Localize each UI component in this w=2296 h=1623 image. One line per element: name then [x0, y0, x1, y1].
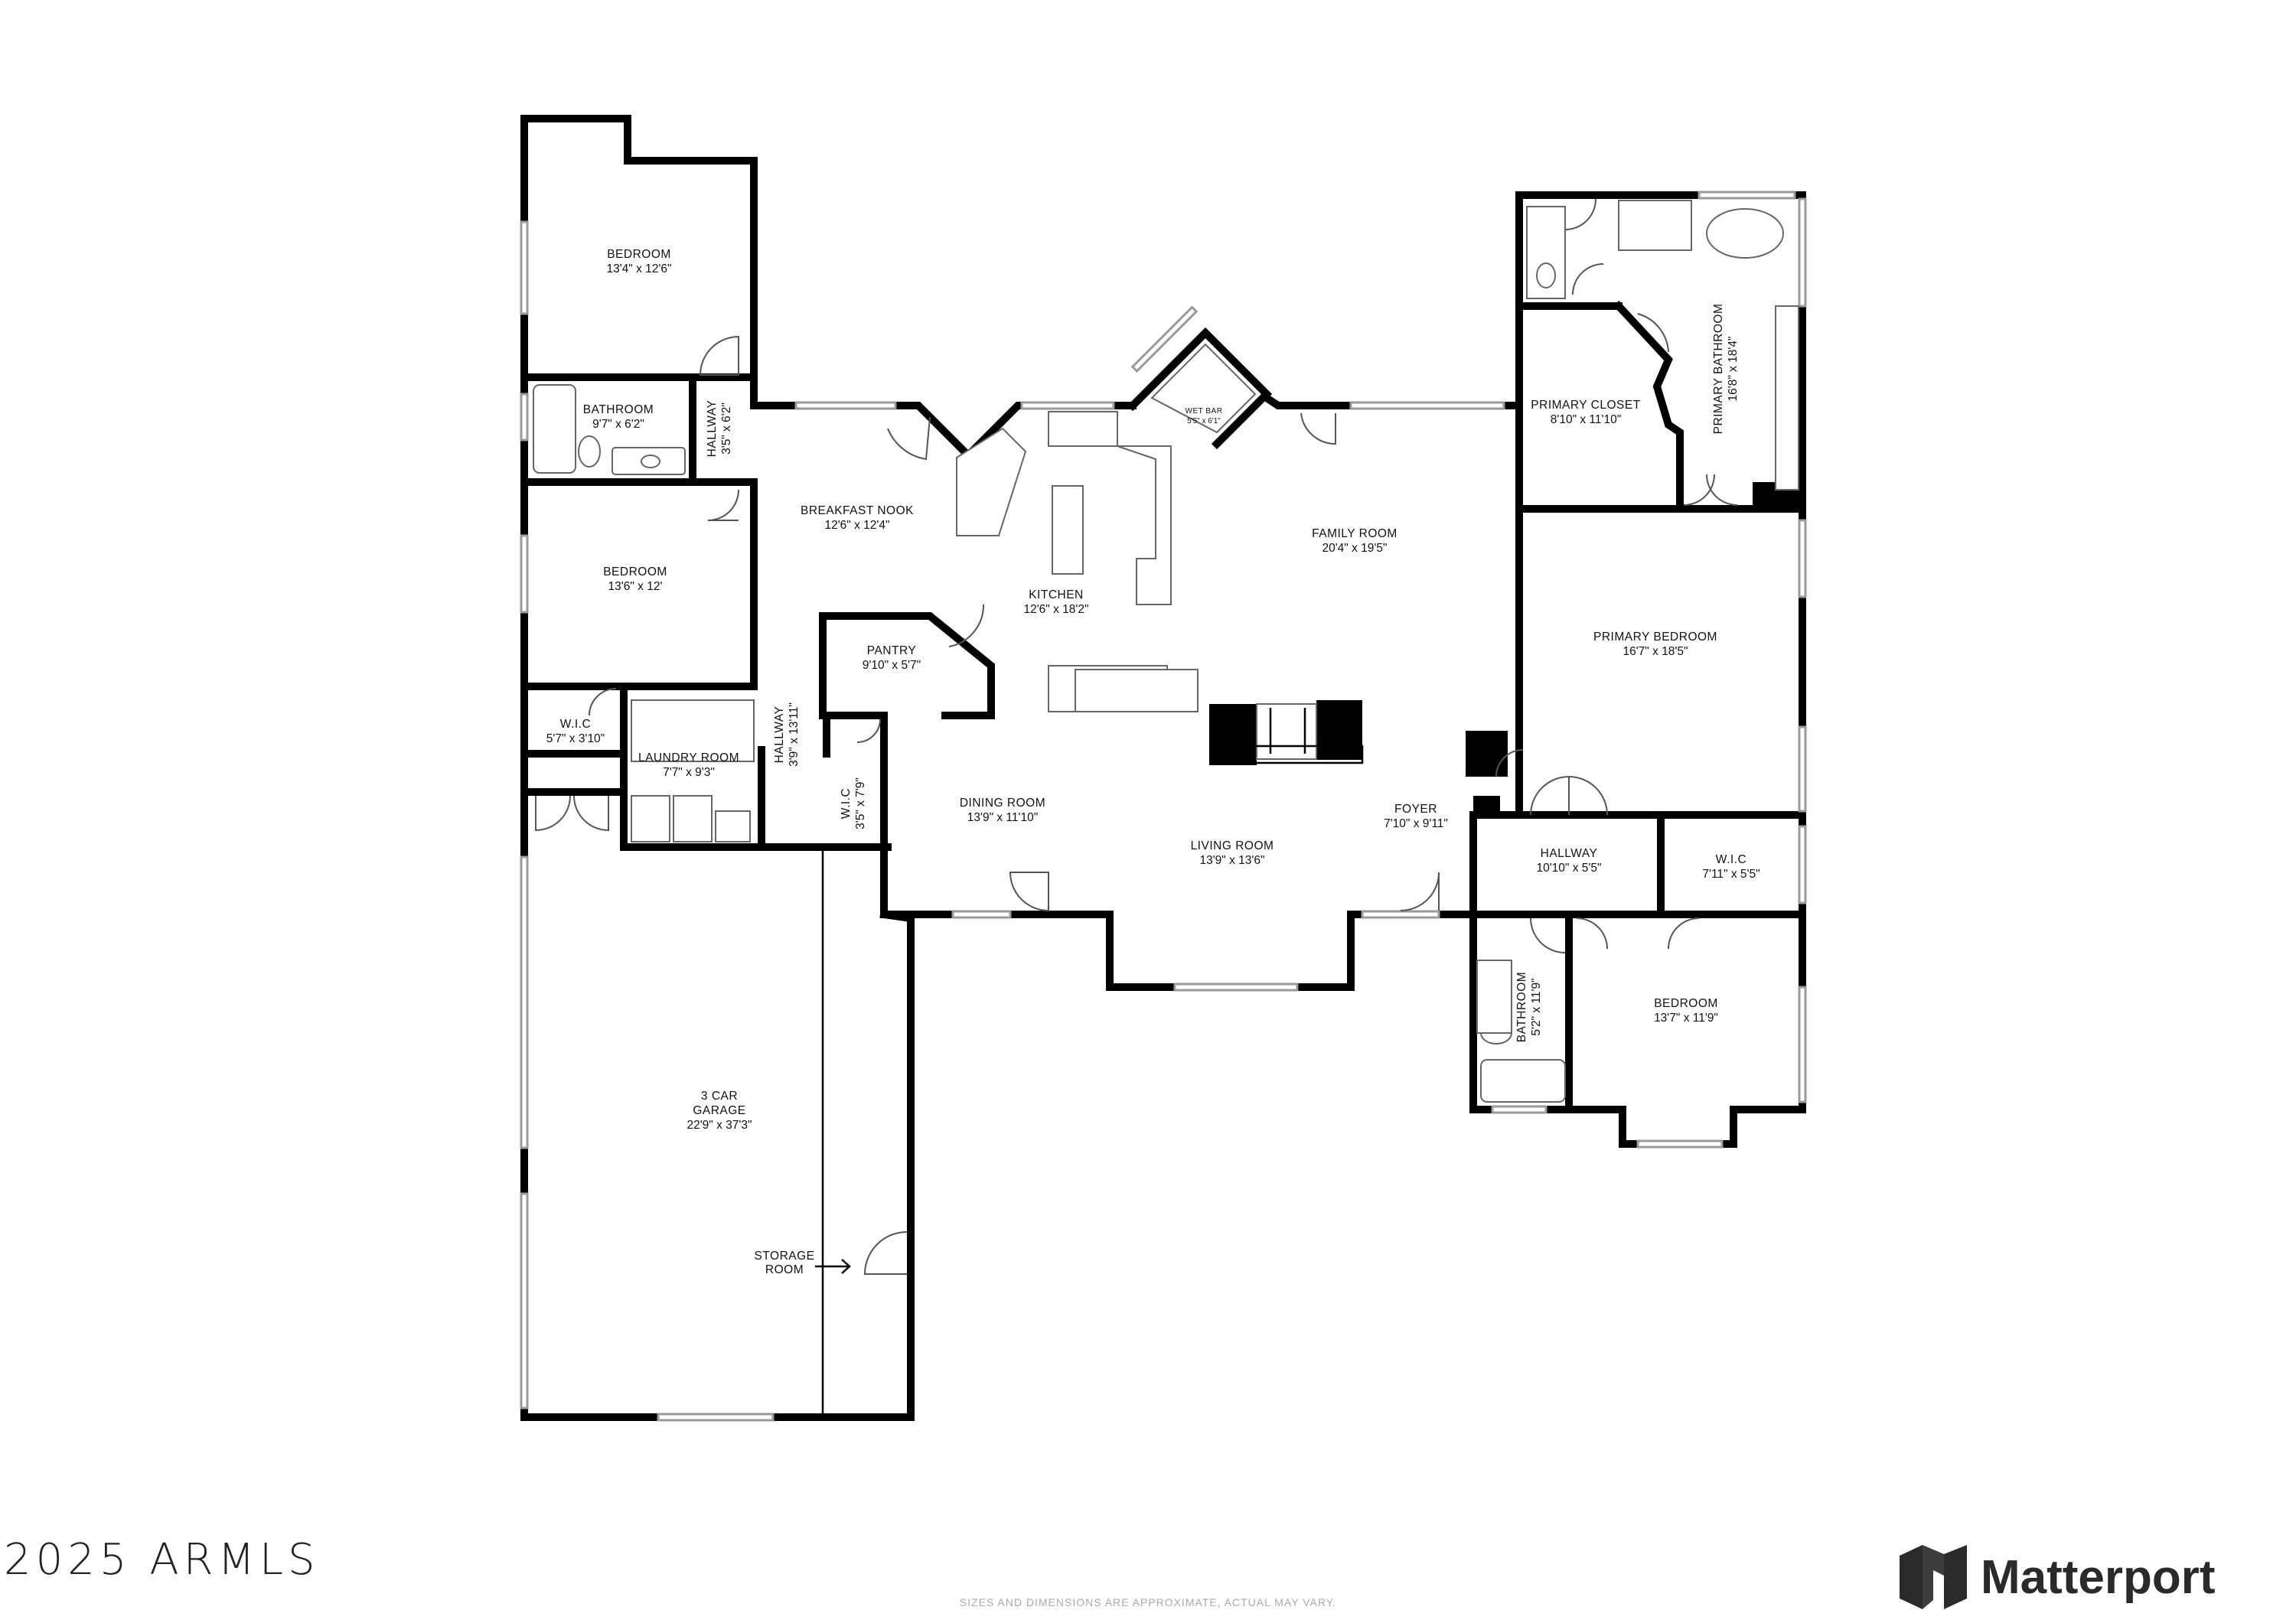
- room-dim: 3'5" x 6'2": [720, 402, 733, 455]
- room-dim: 13'9" x 13'6": [1199, 854, 1264, 867]
- room-dim: 12'6" x 18'2": [1023, 603, 1088, 616]
- room-dim: 13'9" x 11'10": [967, 811, 1038, 824]
- room-name: PRIMARY CLOSET: [1531, 399, 1640, 412]
- fixtures: [533, 200, 1799, 1103]
- room-dim: 13'6" x 12': [608, 580, 663, 593]
- room-dim: 13'7" x 11'9": [1654, 1012, 1718, 1025]
- room-name: KITCHEN: [1029, 588, 1084, 601]
- room-dim: 12'6" x 12'4": [824, 519, 889, 532]
- room-name: FAMILY ROOM: [1312, 527, 1397, 540]
- room-dim: 10'10" x 5'5": [1536, 862, 1601, 875]
- room-name: W.I.C: [560, 718, 591, 731]
- room-dim: 3'5" x 7'9": [854, 777, 867, 829]
- matterport-logo-icon: [1900, 1545, 1967, 1609]
- windows: [520, 191, 1807, 1422]
- room-name: HALLWAY: [1541, 847, 1598, 860]
- room-name: HALLWAY: [706, 400, 719, 458]
- room-labels: BEDROOM 13'4" x 12'6" BATHROOM 9'7" x 6'…: [546, 248, 1760, 1276]
- storage-line1: STORAGE: [754, 1250, 814, 1263]
- room-dim: 8'10" x 11'10": [1551, 413, 1621, 426]
- room-dim: 7'10" x 9'11": [1384, 817, 1448, 830]
- room-name: HALLWAY: [773, 706, 786, 764]
- garage-line2: GARAGE: [693, 1104, 745, 1117]
- room-name: LAUNDRY ROOM: [638, 751, 739, 764]
- room-dim: 5'7" x 3'10": [546, 732, 605, 745]
- storage-arrow: [815, 1259, 851, 1274]
- room-dim: 9'7" x 6'2": [592, 418, 644, 431]
- room-name: PANTRY: [867, 644, 916, 657]
- room-name: W.I.C: [840, 788, 853, 819]
- room-name: WET BAR: [1186, 407, 1223, 416]
- room-name: W.I.C: [1716, 853, 1746, 866]
- room-dim: 7'11" x 5'5": [1702, 868, 1760, 881]
- room-dim: 7'7" x 9'3": [663, 766, 715, 779]
- garage-line1: 3 CAR: [701, 1090, 738, 1103]
- room-dim: 3'9" x 13'11": [788, 702, 801, 767]
- room-dim: 5'2" x 11'9": [1530, 978, 1543, 1035]
- brand-name: Matterport: [1981, 1550, 2216, 1604]
- room-name: DINING ROOM: [960, 797, 1045, 810]
- room-name: PRIMARY BATHROOM: [1712, 304, 1725, 435]
- room-name: BEDROOM: [603, 565, 667, 578]
- room-name: BATHROOM: [1515, 972, 1528, 1042]
- room-dim: 16'7" x 18'5": [1623, 645, 1688, 658]
- room-dim: 16'8" x 18'4": [1727, 336, 1740, 401]
- room-dim: 5'5" x 6'1": [1187, 417, 1221, 425]
- room-name: LIVING ROOM: [1191, 839, 1274, 852]
- room-name: BREAKFAST NOOK: [801, 504, 914, 517]
- disclaimer-text: SIZES AND DIMENSIONS ARE APPROXIMATE, AC…: [959, 1596, 1337, 1608]
- brand-logo: Matterport: [1900, 1544, 2216, 1610]
- room-name: BEDROOM: [1654, 997, 1718, 1010]
- room-dim: 9'10" x 5'7": [863, 659, 921, 672]
- copyright-text: 2025 ARMLS: [4, 1535, 320, 1585]
- walls: [520, 115, 1806, 1421]
- room-dim: 13'4" x 12'6": [606, 262, 671, 275]
- doors: [535, 198, 1738, 1275]
- room-name: FOYER: [1394, 803, 1437, 816]
- storage-line2: ROOM: [765, 1263, 804, 1276]
- garage-dim: 22'9" x 37'3": [687, 1119, 752, 1132]
- room-name: PRIMARY BEDROOM: [1593, 631, 1717, 644]
- room-name: BATHROOM: [583, 403, 654, 416]
- room-name: BEDROOM: [607, 248, 671, 261]
- room-dim: 20'4" x 19'5": [1322, 542, 1387, 555]
